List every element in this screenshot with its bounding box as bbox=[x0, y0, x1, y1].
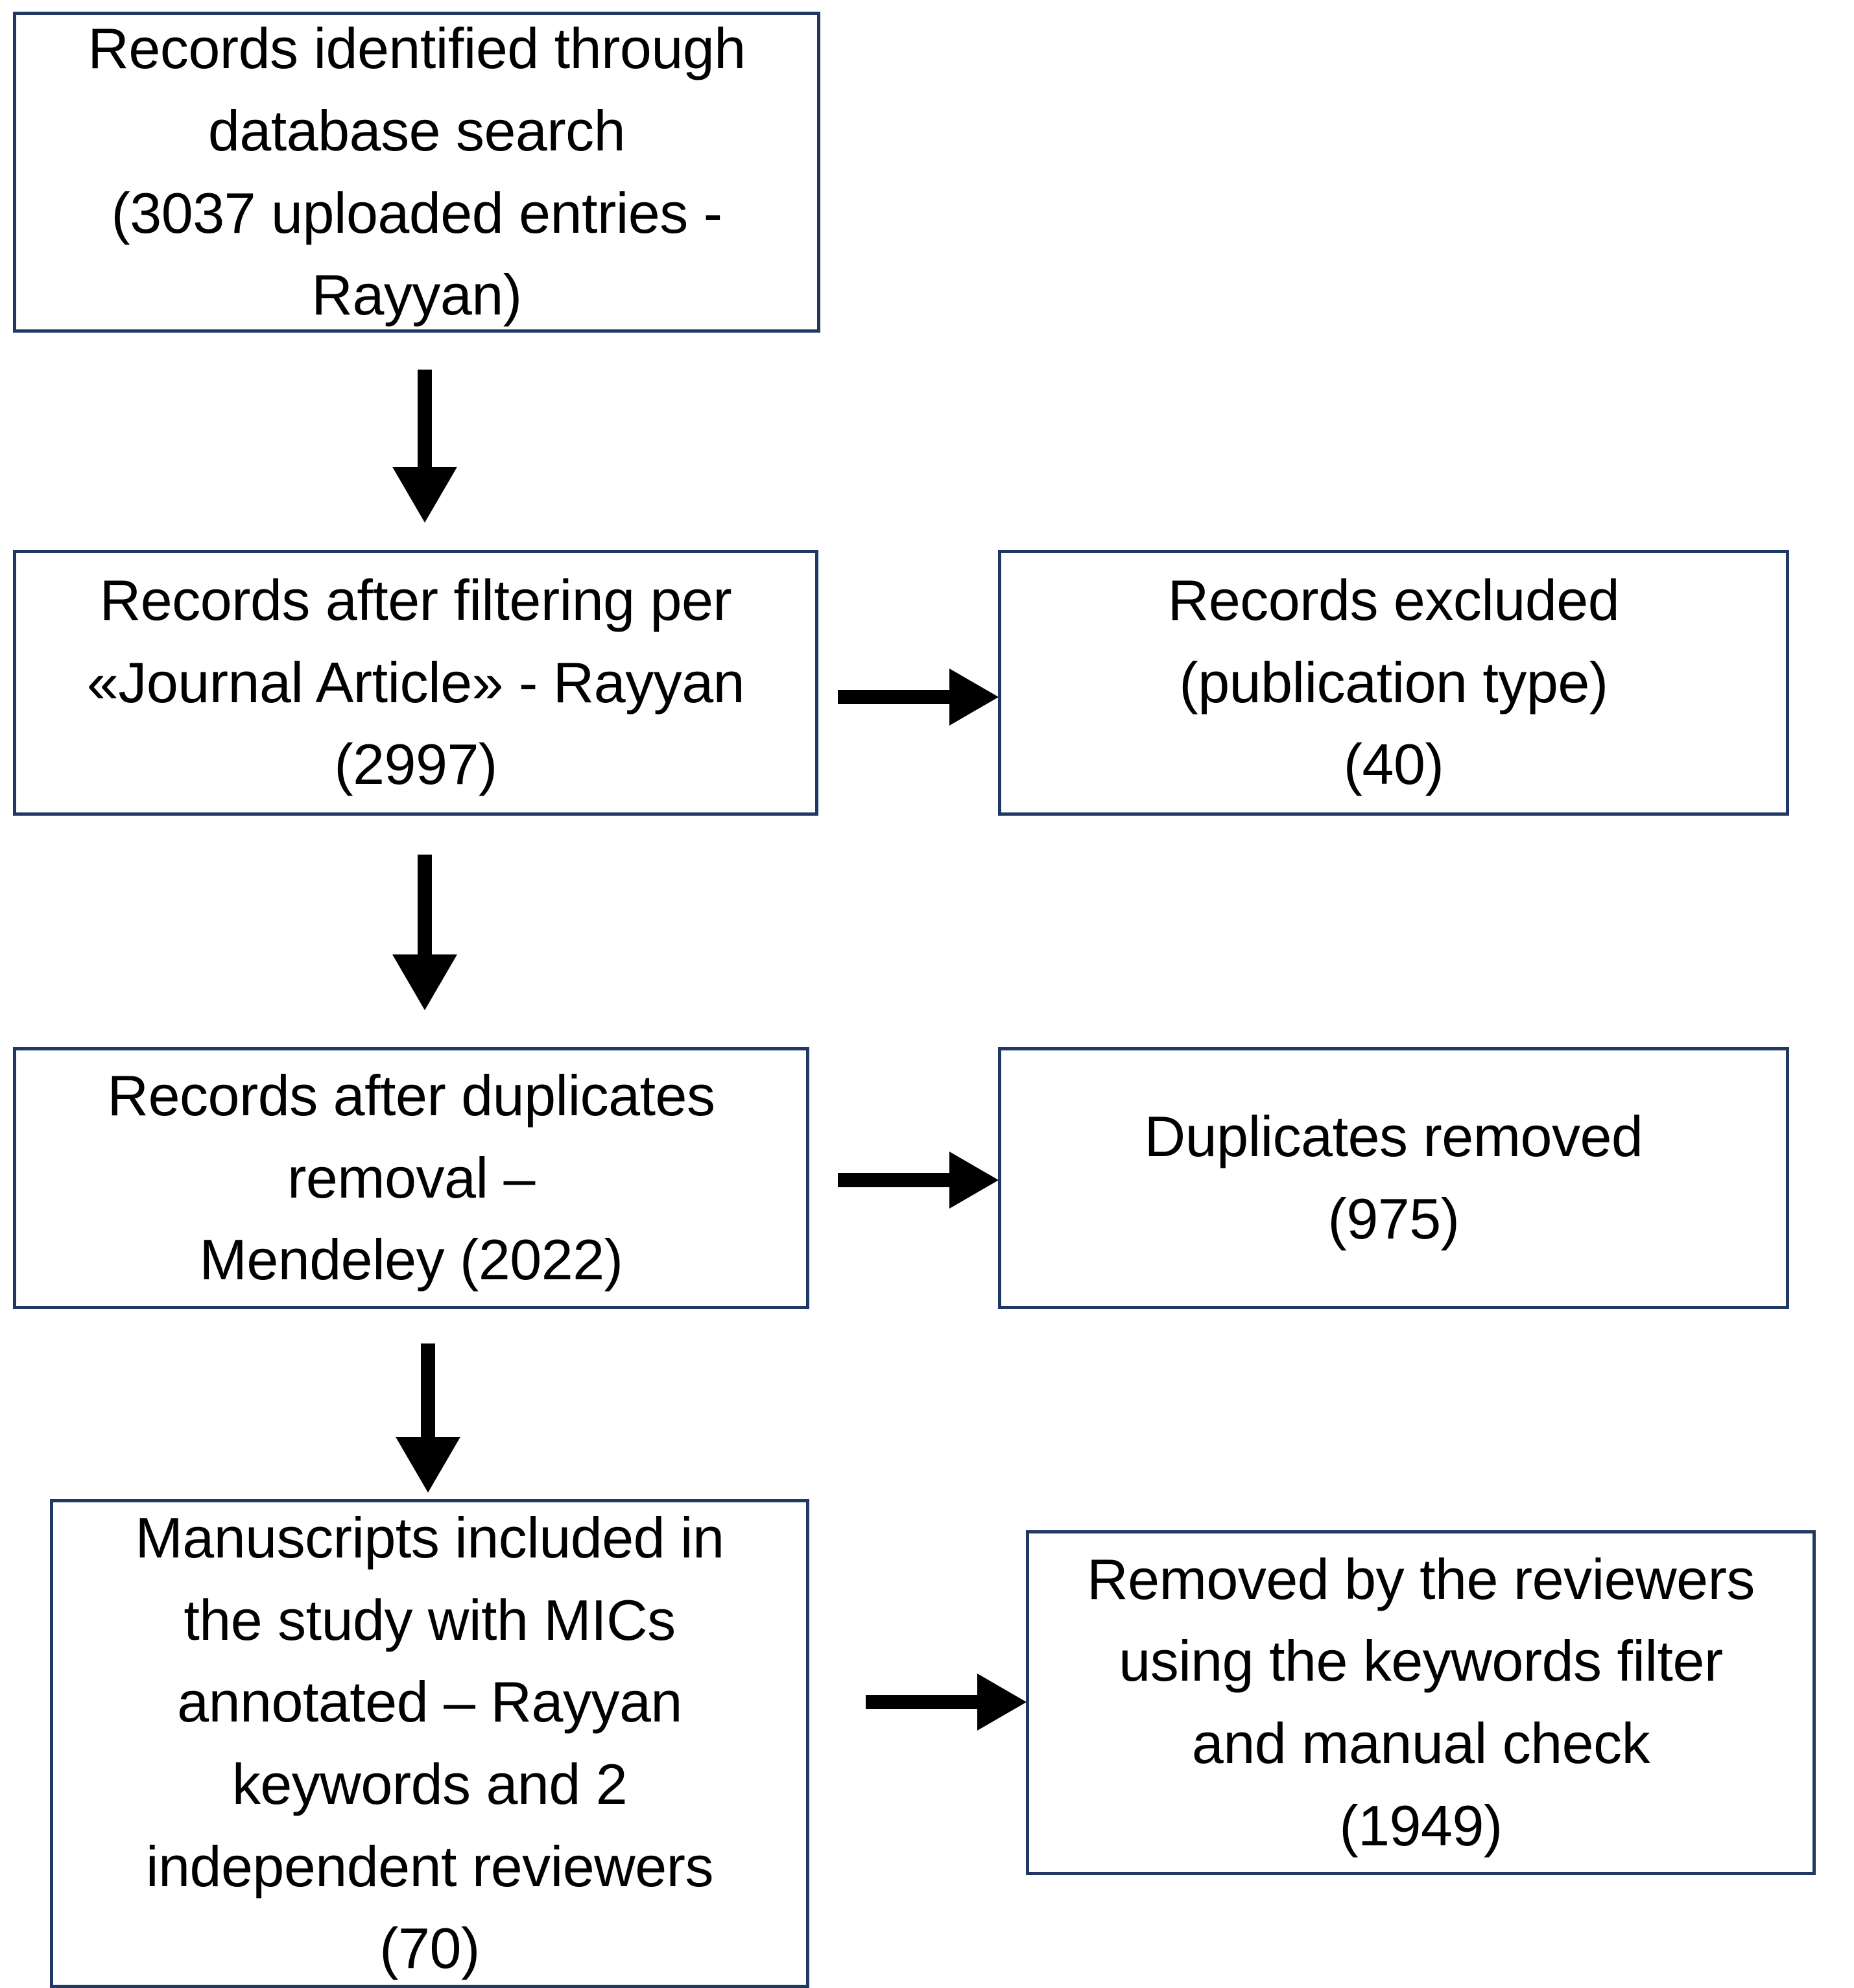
arrow-down-filtering-to-duplicates bbox=[386, 855, 464, 1010]
node-manuscripts-included-label: Manuscripts included in the study with M… bbox=[135, 1505, 724, 1981]
node-records-after-duplicates: Records after duplicates removal – Mende… bbox=[13, 1047, 809, 1309]
arrow-shaft bbox=[838, 690, 960, 704]
node-records-excluded-label: Records excluded (publication type) (40) bbox=[1167, 567, 1620, 797]
arrow-shaft bbox=[418, 370, 432, 467]
arrow-shaft bbox=[418, 855, 432, 954]
arrow-down-identified-to-filtering bbox=[386, 370, 464, 523]
node-records-identified-label: Records identified through database sear… bbox=[88, 16, 746, 327]
arrow-shaft bbox=[866, 1695, 988, 1709]
node-records-excluded: Records excluded (publication type) (40) bbox=[998, 550, 1789, 816]
node-removed-by-reviewers: Removed by the reviewers using the keywo… bbox=[1026, 1530, 1816, 1875]
node-records-after-duplicates-label: Records after duplicates removal – Mende… bbox=[107, 1063, 715, 1292]
node-records-after-filtering: Records after filtering per «Journal Art… bbox=[13, 550, 818, 816]
arrow-head bbox=[949, 669, 999, 726]
node-manuscripts-included: Manuscripts included in the study with M… bbox=[50, 1499, 809, 1988]
arrow-shaft bbox=[421, 1343, 435, 1438]
arrow-right-filtering-to-excluded bbox=[838, 661, 999, 733]
arrow-head bbox=[392, 954, 457, 1010]
arrow-shaft bbox=[838, 1173, 960, 1187]
arrow-down-duplicates-to-manuscripts bbox=[389, 1343, 467, 1493]
node-records-identified: Records identified through database sear… bbox=[13, 12, 820, 333]
arrow-head bbox=[392, 467, 457, 523]
arrow-right-duplicates-to-removed bbox=[838, 1144, 999, 1216]
arrow-right-manuscripts-to-removed-reviewers bbox=[866, 1666, 1027, 1738]
node-duplicates-removed-label: Duplicates removed (975) bbox=[1144, 1104, 1643, 1251]
arrow-head bbox=[977, 1674, 1027, 1731]
arrow-head bbox=[396, 1437, 460, 1493]
node-duplicates-removed: Duplicates removed (975) bbox=[998, 1047, 1789, 1309]
arrow-head bbox=[949, 1152, 999, 1209]
node-records-after-filtering-label: Records after filtering per «Journal Art… bbox=[86, 567, 745, 797]
node-removed-by-reviewers-label: Removed by the reviewers using the keywo… bbox=[1087, 1546, 1755, 1858]
